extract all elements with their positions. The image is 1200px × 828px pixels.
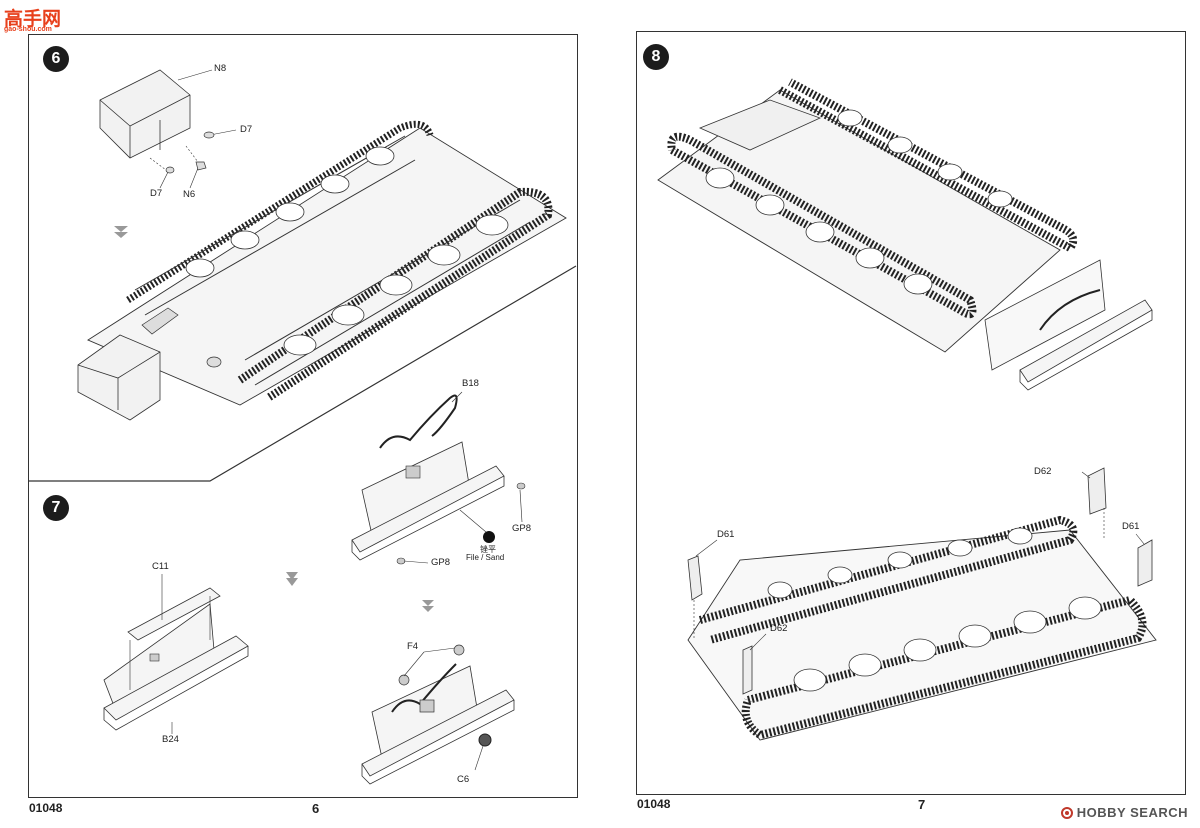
- label-gp8-a: GP8: [512, 523, 532, 534]
- label-b24: B24: [162, 734, 179, 745]
- label-d62-a: D62: [1034, 466, 1052, 477]
- left-page: 6: [28, 34, 578, 816]
- left-page-code: 01048: [29, 801, 63, 815]
- step-7-badge: 7: [43, 495, 69, 521]
- label-b18: B18: [462, 378, 479, 389]
- label-n8: N8: [214, 63, 227, 74]
- watermark-url: gao-shou.com: [4, 26, 52, 33]
- label-d61-b: D61: [1122, 521, 1140, 532]
- label-d61-a: D61: [717, 529, 735, 540]
- step-6-diagram: [77, 69, 567, 421]
- hobby-search-logo: HOBBY SEARCH: [1060, 805, 1188, 820]
- label-n6: N6: [183, 189, 196, 200]
- hobby-search-icon: [1060, 806, 1073, 819]
- hobby-search-text: HOBBY SEARCH: [1076, 805, 1188, 820]
- watermark-text: 高手网: [4, 8, 62, 30]
- step-7-diagram: [103, 391, 526, 785]
- label-gp8-b: GP8: [431, 557, 451, 568]
- label-d62-b: D62: [770, 623, 788, 634]
- label-d7-b: D7: [150, 188, 163, 199]
- right-page: 8: [600, 0, 1200, 828]
- right-page-number: 7: [918, 797, 926, 812]
- right-page-code: 01048: [637, 797, 671, 811]
- label-d7-a: D7: [240, 124, 253, 135]
- step-divider: [29, 265, 577, 482]
- step-8-badge: 8: [643, 44, 669, 70]
- label-f4: F4: [407, 641, 419, 652]
- left-page-number: 6: [312, 801, 320, 816]
- label-file-sand: File / Sand: [466, 553, 505, 562]
- step-8-diagram: [657, 78, 1157, 741]
- label-c6: C6: [457, 774, 470, 785]
- label-c11: C11: [152, 561, 169, 572]
- left-frame: [28, 34, 578, 798]
- watermark-logo: 高手网: [4, 4, 61, 31]
- step-6-badge: 6: [43, 46, 69, 72]
- label-file-sand-cn: 锉平: [480, 545, 496, 554]
